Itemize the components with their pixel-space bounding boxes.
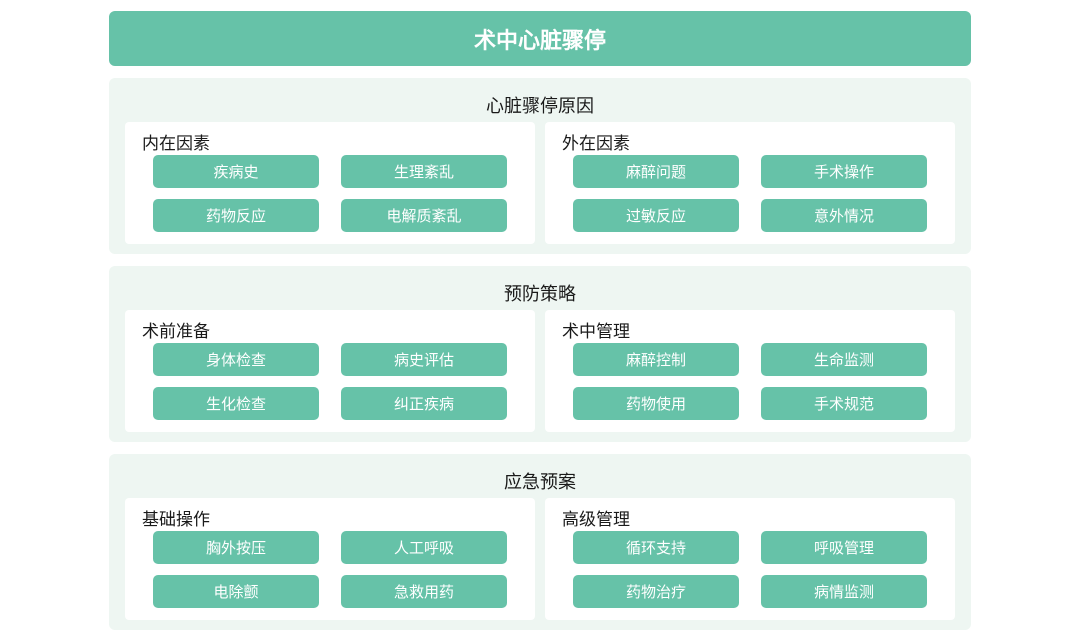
chip: 呼吸管理 bbox=[761, 531, 927, 564]
chip: 药物治疗 bbox=[573, 575, 739, 608]
panel-advanced-management: 高级管理 循环支持 呼吸管理 药物治疗 病情监测 bbox=[545, 498, 955, 620]
chip: 急救用药 bbox=[341, 575, 507, 608]
section-causes: 心脏骤停原因 内在因素 疾病史 生理紊乱 药物反应 电解质紊乱 外在因素 麻醉问… bbox=[109, 78, 971, 254]
section-title: 应急预案 bbox=[504, 472, 576, 493]
chip-grid: 麻醉控制 生命监测 药物使用 手术规范 bbox=[573, 343, 927, 420]
chip: 手术规范 bbox=[761, 387, 927, 420]
panel-title: 基础操作 bbox=[142, 510, 210, 530]
panel-internal-factors: 内在因素 疾病史 生理紊乱 药物反应 电解质紊乱 bbox=[125, 122, 535, 244]
chip-grid: 身体检查 病史评估 生化检查 纠正疾病 bbox=[153, 343, 507, 420]
chip-grid: 循环支持 呼吸管理 药物治疗 病情监测 bbox=[573, 531, 927, 608]
chip: 循环支持 bbox=[573, 531, 739, 564]
panel-title: 内在因素 bbox=[142, 134, 210, 154]
panel-intraoperative: 术中管理 麻醉控制 生命监测 药物使用 手术规范 bbox=[545, 310, 955, 432]
chip: 胸外按压 bbox=[153, 531, 319, 564]
section-title: 心脏骤停原因 bbox=[486, 96, 594, 117]
panel-external-factors: 外在因素 麻醉问题 手术操作 过敏反应 意外情况 bbox=[545, 122, 955, 244]
chip-grid: 胸外按压 人工呼吸 电除颤 急救用药 bbox=[153, 531, 507, 608]
chip: 过敏反应 bbox=[573, 199, 739, 232]
panel-title: 外在因素 bbox=[562, 134, 630, 154]
diagram: 术中心脏骤停 心脏骤停原因 内在因素 疾病史 生理紊乱 药物反应 电解质紊乱 外… bbox=[109, 11, 971, 630]
chip: 手术操作 bbox=[761, 155, 927, 188]
section-title: 预防策略 bbox=[504, 284, 576, 305]
chip: 生理紊乱 bbox=[341, 155, 507, 188]
chip: 生命监测 bbox=[761, 343, 927, 376]
chip: 电解质紊乱 bbox=[341, 199, 507, 232]
chip: 药物使用 bbox=[573, 387, 739, 420]
chip: 疾病史 bbox=[153, 155, 319, 188]
chip: 药物反应 bbox=[153, 199, 319, 232]
chip: 麻醉控制 bbox=[573, 343, 739, 376]
panel-title: 术中管理 bbox=[562, 322, 630, 342]
chip: 麻醉问题 bbox=[573, 155, 739, 188]
section-prevention: 预防策略 术前准备 身体检查 病史评估 生化检查 纠正疾病 术中管理 麻醉控制 … bbox=[109, 266, 971, 442]
chip-grid: 麻醉问题 手术操作 过敏反应 意外情况 bbox=[573, 155, 927, 232]
chip: 病情监测 bbox=[761, 575, 927, 608]
diagram-title: 术中心脏骤停 bbox=[109, 11, 971, 66]
chip: 身体检查 bbox=[153, 343, 319, 376]
panel-preoperative: 术前准备 身体检查 病史评估 生化检查 纠正疾病 bbox=[125, 310, 535, 432]
chip: 电除颤 bbox=[153, 575, 319, 608]
chip-grid: 疾病史 生理紊乱 药物反应 电解质紊乱 bbox=[153, 155, 507, 232]
chip: 人工呼吸 bbox=[341, 531, 507, 564]
chip: 生化检查 bbox=[153, 387, 319, 420]
section-emergency-plan: 应急预案 基础操作 胸外按压 人工呼吸 电除颤 急救用药 高级管理 循环支持 呼… bbox=[109, 454, 971, 630]
chip: 意外情况 bbox=[761, 199, 927, 232]
chip: 纠正疾病 bbox=[341, 387, 507, 420]
panel-basic-operations: 基础操作 胸外按压 人工呼吸 电除颤 急救用药 bbox=[125, 498, 535, 620]
panel-title: 术前准备 bbox=[142, 322, 210, 342]
chip: 病史评估 bbox=[341, 343, 507, 376]
panel-title: 高级管理 bbox=[562, 510, 630, 530]
